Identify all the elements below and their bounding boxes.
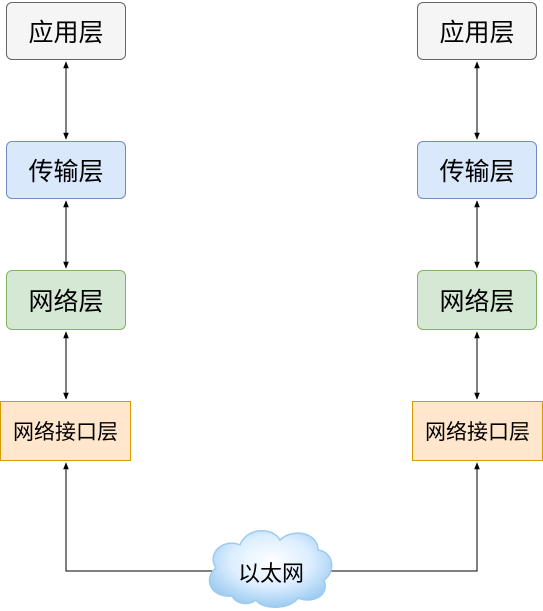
right-network-layer: 网络层 — [417, 270, 537, 330]
right-network-layer-label: 网络层 — [439, 287, 515, 316]
left-network-interface-layer-label: 网络接口层 — [13, 420, 118, 444]
right-network-interface-layer: 网络接口层 — [412, 401, 543, 461]
left-network-interface-layer: 网络接口层 — [0, 401, 131, 461]
left-application-layer-label: 应用层 — [28, 18, 104, 47]
ethernet-cloud-icon — [208, 530, 333, 608]
left-application-layer: 应用层 — [6, 2, 126, 60]
left-network-layer: 网络层 — [6, 270, 126, 330]
right-application-layer: 应用层 — [417, 2, 537, 60]
left-transport-layer: 传输层 — [6, 141, 126, 199]
right-network-interface-layer-label: 网络接口层 — [425, 420, 530, 444]
right-application-layer-label: 应用层 — [439, 18, 515, 47]
ethernet-label: 以太网 — [237, 562, 304, 587]
left-network-layer-label: 网络层 — [28, 287, 104, 316]
cloud-left-link — [63, 462, 212, 572]
right-transport-layer-label: 传输层 — [439, 157, 515, 186]
cloud-right-link — [331, 462, 480, 572]
left-transport-layer-label: 传输层 — [28, 157, 104, 186]
right-transport-layer: 传输层 — [417, 141, 537, 199]
